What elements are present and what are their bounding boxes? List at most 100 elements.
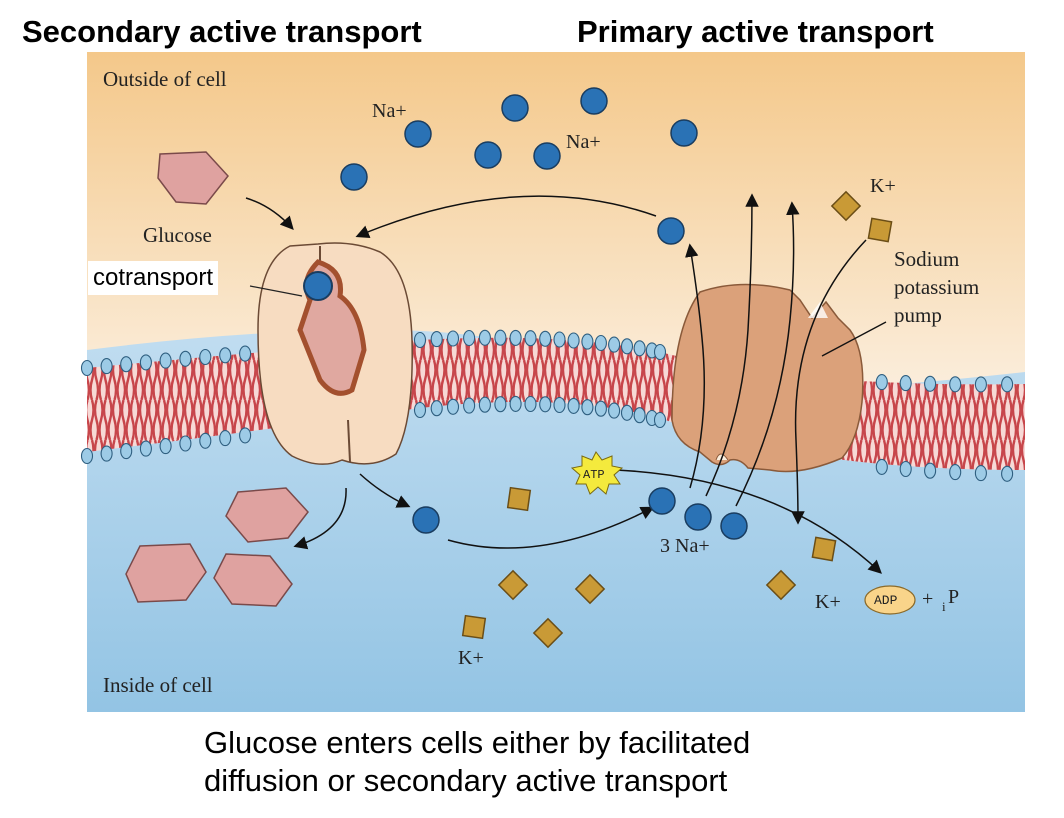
phospholipid-head xyxy=(608,402,621,419)
phospholipid-head xyxy=(653,343,667,361)
potassium-ion xyxy=(497,569,529,601)
sodium-ion xyxy=(670,119,698,147)
phospholipid-head xyxy=(199,432,212,449)
sodium-label-outside-1: Na+ xyxy=(372,100,407,122)
phospholipid-head xyxy=(974,376,987,393)
phospholipid-head xyxy=(179,435,192,452)
phospholipid-head xyxy=(875,374,888,391)
phospholipid-head xyxy=(594,334,607,352)
potassium-label-inside-right: K+ xyxy=(815,591,841,613)
phospholipid-head xyxy=(924,375,937,392)
secondary-transport-heading: Secondary active transport xyxy=(22,14,422,49)
phospholipid-heads-outer xyxy=(80,329,1014,393)
potassium-ion xyxy=(830,190,862,222)
potassium-ion xyxy=(765,569,797,601)
sodium-to-pump-arrow xyxy=(447,506,655,549)
phospholipid-head xyxy=(875,458,888,475)
atp-label: ATP xyxy=(583,468,605,482)
adp-label: ADP xyxy=(874,593,898,608)
sodium-ion xyxy=(684,503,712,531)
phospholipid-head xyxy=(80,359,94,377)
sodium-label-outside-2: Na+ xyxy=(566,131,601,153)
glucose-molecule xyxy=(125,543,207,603)
caption-line-1: Glucose enters cells either by facilitat… xyxy=(204,725,751,760)
atp-to-adp-arrow xyxy=(615,469,882,574)
phospholipid-head xyxy=(524,330,537,347)
phospholipid-head xyxy=(430,400,443,417)
outside-of-cell-label: Outside of cell xyxy=(103,67,227,91)
pump-sodium-out-arrow-2 xyxy=(705,193,759,497)
phospholipid-head xyxy=(80,447,94,465)
phospholipid-head xyxy=(463,397,476,414)
phospholipid-heads-inner xyxy=(80,395,1014,482)
phospholipid-head xyxy=(524,395,537,413)
phospholipid-head xyxy=(949,464,962,481)
phospholipid-head xyxy=(430,331,443,348)
pump-label-line1: Sodium xyxy=(894,247,959,271)
potassium-label-inside-bottom: K+ xyxy=(458,647,484,669)
glucose-molecule xyxy=(225,487,309,543)
pump-label-line2: potassium xyxy=(894,275,979,299)
phospholipid-head xyxy=(100,445,113,462)
phospholipid-head xyxy=(199,348,212,366)
sodium-ion xyxy=(657,217,685,245)
phospholipid-head xyxy=(653,411,667,429)
phospholipid-head xyxy=(594,400,607,417)
phospholipid-head xyxy=(567,332,580,349)
phospholipid-head xyxy=(567,397,580,414)
plus-sign: + xyxy=(922,588,933,610)
phospholipid-head xyxy=(413,401,427,419)
glucose-label: Glucose xyxy=(143,223,212,247)
phospholipid-head xyxy=(581,333,594,350)
potassium-ion xyxy=(811,536,837,562)
phospholipid-head xyxy=(159,438,172,455)
phospholipid-head xyxy=(446,398,460,415)
phospholipid-head xyxy=(494,396,507,413)
phospholipid-head xyxy=(179,350,192,367)
three-sodium-label: 3 Na+ xyxy=(660,535,710,557)
sodium-ion xyxy=(474,141,502,169)
sodium-ion xyxy=(648,487,676,515)
phospholipid-head xyxy=(463,329,476,347)
phospholipid-head xyxy=(139,440,152,457)
phospholipid-head xyxy=(974,465,987,482)
pump-sodium-out-arrow-1 xyxy=(685,243,706,489)
sodium-ion xyxy=(340,163,368,191)
phospholipid-head xyxy=(159,352,172,369)
phospholipid-head xyxy=(478,329,491,346)
phospholipid-head xyxy=(1001,376,1014,393)
phospholipid-head xyxy=(924,462,937,479)
sodium-ion xyxy=(533,142,561,170)
phospholipid-head xyxy=(494,329,507,346)
phospholipid-head xyxy=(608,336,621,353)
phospholipid-head xyxy=(100,358,113,375)
phospholipid-head xyxy=(509,329,522,346)
phospholipid-head xyxy=(478,396,491,413)
phospholipid-head xyxy=(581,399,594,416)
phospholipid-head xyxy=(239,427,252,444)
phospholipid-head xyxy=(899,375,912,392)
potassium-ion xyxy=(867,217,893,243)
sodium-ion xyxy=(404,120,432,148)
sodium-ion xyxy=(720,512,748,540)
glucose-molecule xyxy=(157,151,229,205)
glucose-cotransporter xyxy=(257,242,413,465)
phosphate-subscript: i xyxy=(942,599,946,614)
phospholipid-head xyxy=(120,356,133,373)
potassium-ion xyxy=(461,614,487,640)
inside-of-cell-label: Inside of cell xyxy=(103,673,213,697)
sodium-ion xyxy=(580,87,608,115)
phospholipid-head xyxy=(553,396,566,414)
phospholipid-head xyxy=(899,460,912,478)
phospholipid-head xyxy=(949,376,962,393)
phospholipid-head xyxy=(633,340,646,357)
phospholipid-head xyxy=(509,395,522,412)
potassium-ion xyxy=(532,617,564,649)
phospholipid-head xyxy=(633,407,646,424)
primary-transport-heading: Primary active transport xyxy=(577,14,934,49)
adp-oval xyxy=(864,585,916,615)
potassium-ion xyxy=(506,486,532,512)
potassium-ion xyxy=(574,573,606,605)
sodium-ion xyxy=(501,94,529,122)
